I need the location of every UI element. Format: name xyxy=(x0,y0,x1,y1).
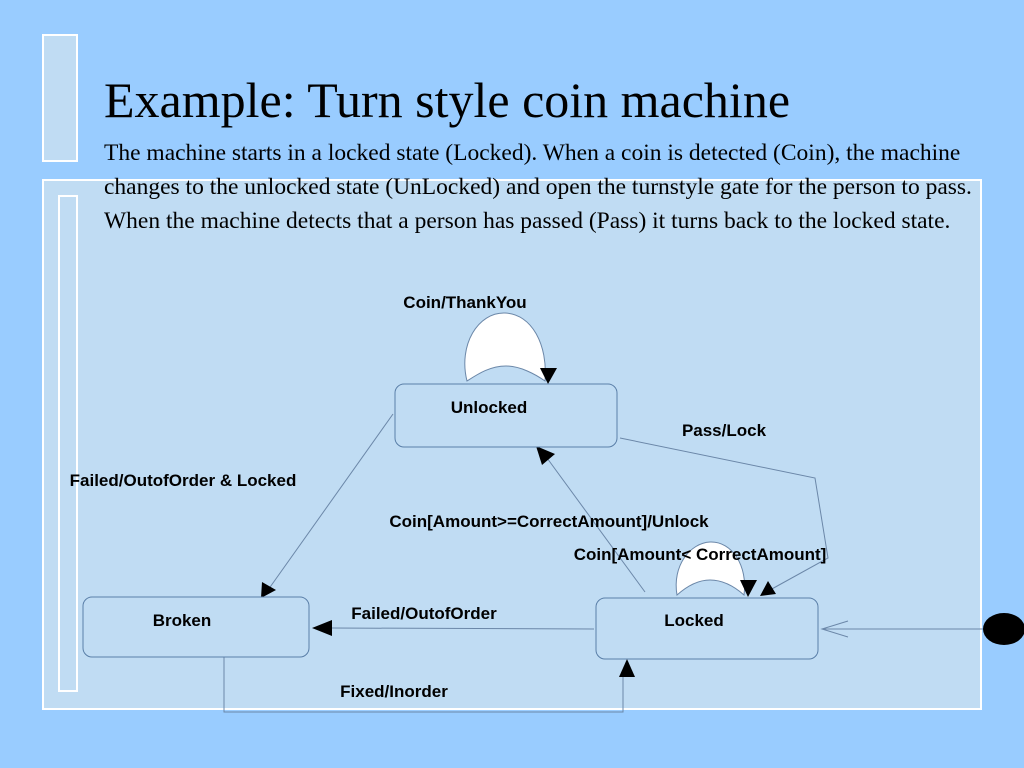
edge-broken-to-locked xyxy=(223,657,624,713)
locked-self-loop xyxy=(675,541,746,596)
label-broken-to-locked: Fixed/Inorder xyxy=(340,682,448,701)
edge-unlocked-to-broken xyxy=(267,413,394,591)
edge-locked-to-unlocked xyxy=(546,457,646,593)
decorative-side-bar xyxy=(58,195,78,692)
label-locked-to-unlocked: Coin[Amount>=CorrectAmount]/Unlock xyxy=(389,512,709,531)
state-broken xyxy=(82,596,310,658)
slide-title: Example: Turn style coin machine xyxy=(104,72,791,128)
initial-state-dot xyxy=(983,613,1024,645)
label-locked-self: Coin[Amount< CorrectAmount] xyxy=(574,545,827,564)
edge-locked-to-unlocked-arrowhead xyxy=(536,446,555,465)
state-unlocked xyxy=(394,383,618,448)
unlocked-self-loop xyxy=(464,312,546,382)
edge-unlocked-to-locked-arrowhead xyxy=(760,581,776,596)
slide-body-text: The machine starts in a locked state (Lo… xyxy=(104,140,972,234)
label-unlocked-to-broken: Failed/OutofOrder & Locked xyxy=(70,471,297,490)
edge-locked-to-broken-arrowhead xyxy=(312,620,332,636)
edge-unlocked-to-broken-arrowhead xyxy=(261,582,276,598)
locked-self-loop-arrowhead xyxy=(740,580,757,597)
label-unlocked-to-locked: Pass/Lock xyxy=(682,421,767,440)
edge-broken-to-locked-arrowhead xyxy=(619,659,635,677)
state-locked-label: Locked xyxy=(664,611,724,630)
state-locked xyxy=(595,597,819,660)
state-broken-label: Broken xyxy=(153,611,212,630)
edge-locked-to-broken xyxy=(331,627,595,630)
label-unlocked-self: Coin/ThankYou xyxy=(403,293,526,312)
label-locked-to-broken: Failed/OutofOrder xyxy=(351,604,497,623)
edge-unlocked-to-locked xyxy=(619,437,829,591)
edge-initial-to-locked-arrowhead xyxy=(820,620,849,638)
unlocked-self-loop-arrowhead xyxy=(540,368,557,384)
state-unlocked-label: Unlocked xyxy=(451,398,528,417)
decorative-top-bar xyxy=(42,34,78,162)
